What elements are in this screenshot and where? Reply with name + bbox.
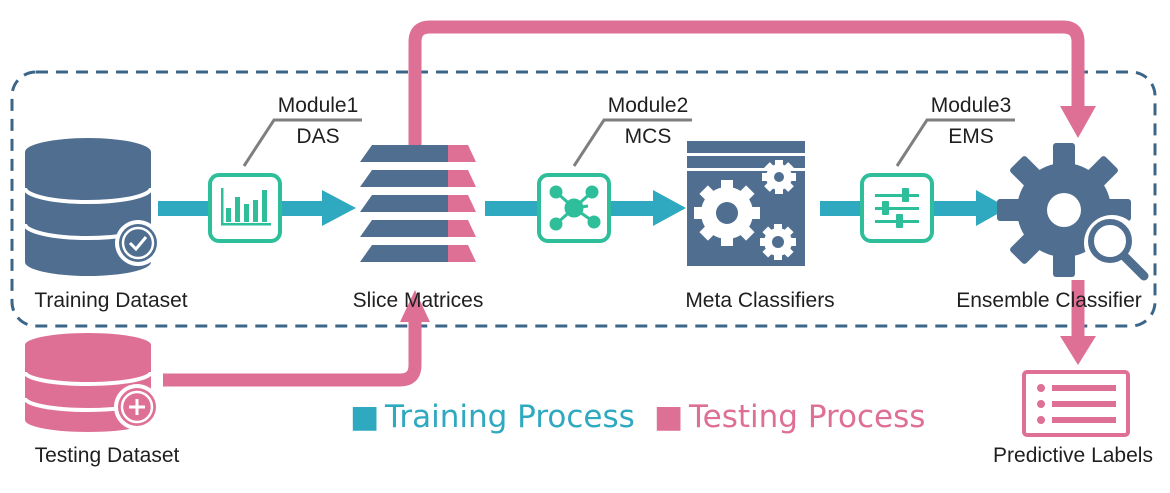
testing-arrowhead-up (400, 290, 430, 322)
training-dataset-label: Training Dataset (34, 289, 187, 312)
module1-name: Module1 (278, 94, 359, 117)
training-arrows (158, 190, 1008, 226)
predictive-labels-icon (1022, 370, 1130, 437)
meta-classifiers-label: Meta Classifiers (685, 289, 834, 312)
slice-matrices-label: Slice Matrices (353, 289, 484, 312)
legend-testing-marker: ■ (654, 399, 683, 435)
module2-name: Module2 (608, 94, 689, 117)
slice-matrices-icon (360, 145, 476, 262)
gear-icon (760, 224, 796, 260)
legend-training-label: Training Process (384, 399, 635, 435)
testing-path (163, 20, 1085, 387)
testing-arrowhead-to-labels (1060, 336, 1096, 365)
module3-name: Module3 (931, 94, 1012, 117)
meta-classifiers-icon (687, 141, 805, 266)
module1-abbr: DAS (296, 125, 339, 148)
testing-dataset-label: Testing Dataset (35, 444, 180, 467)
gear-icon (694, 180, 760, 246)
testing-dataset-icon (23, 333, 160, 432)
training-dataset-icon (23, 138, 161, 276)
network-icon (549, 185, 601, 231)
ensemble-classifier-label: Ensemble Classifier (956, 289, 1142, 312)
ensemble-classifier-icon (997, 143, 1149, 281)
legend-testing-label: Testing Process (688, 399, 925, 435)
legend: ■ Training Process ■ Testing Process (350, 399, 925, 435)
training-boundary (10, 70, 1157, 328)
legend-training-marker: ■ (350, 399, 379, 435)
testing-arrowhead-to-ensemble (1060, 106, 1096, 138)
module1-box (208, 173, 282, 243)
module2-abbr: MCS (625, 125, 672, 148)
predictive-labels-label: Predictive Labels (993, 444, 1153, 467)
magnifier-icon (1084, 215, 1149, 281)
module-leader-lines (242, 118, 1015, 167)
module3-abbr: EMS (948, 125, 994, 148)
bar-chart-icon (221, 188, 271, 226)
sliders-icon (875, 188, 919, 228)
module2-box (537, 173, 611, 243)
gear-icon (762, 160, 796, 194)
module3-box (860, 173, 934, 243)
